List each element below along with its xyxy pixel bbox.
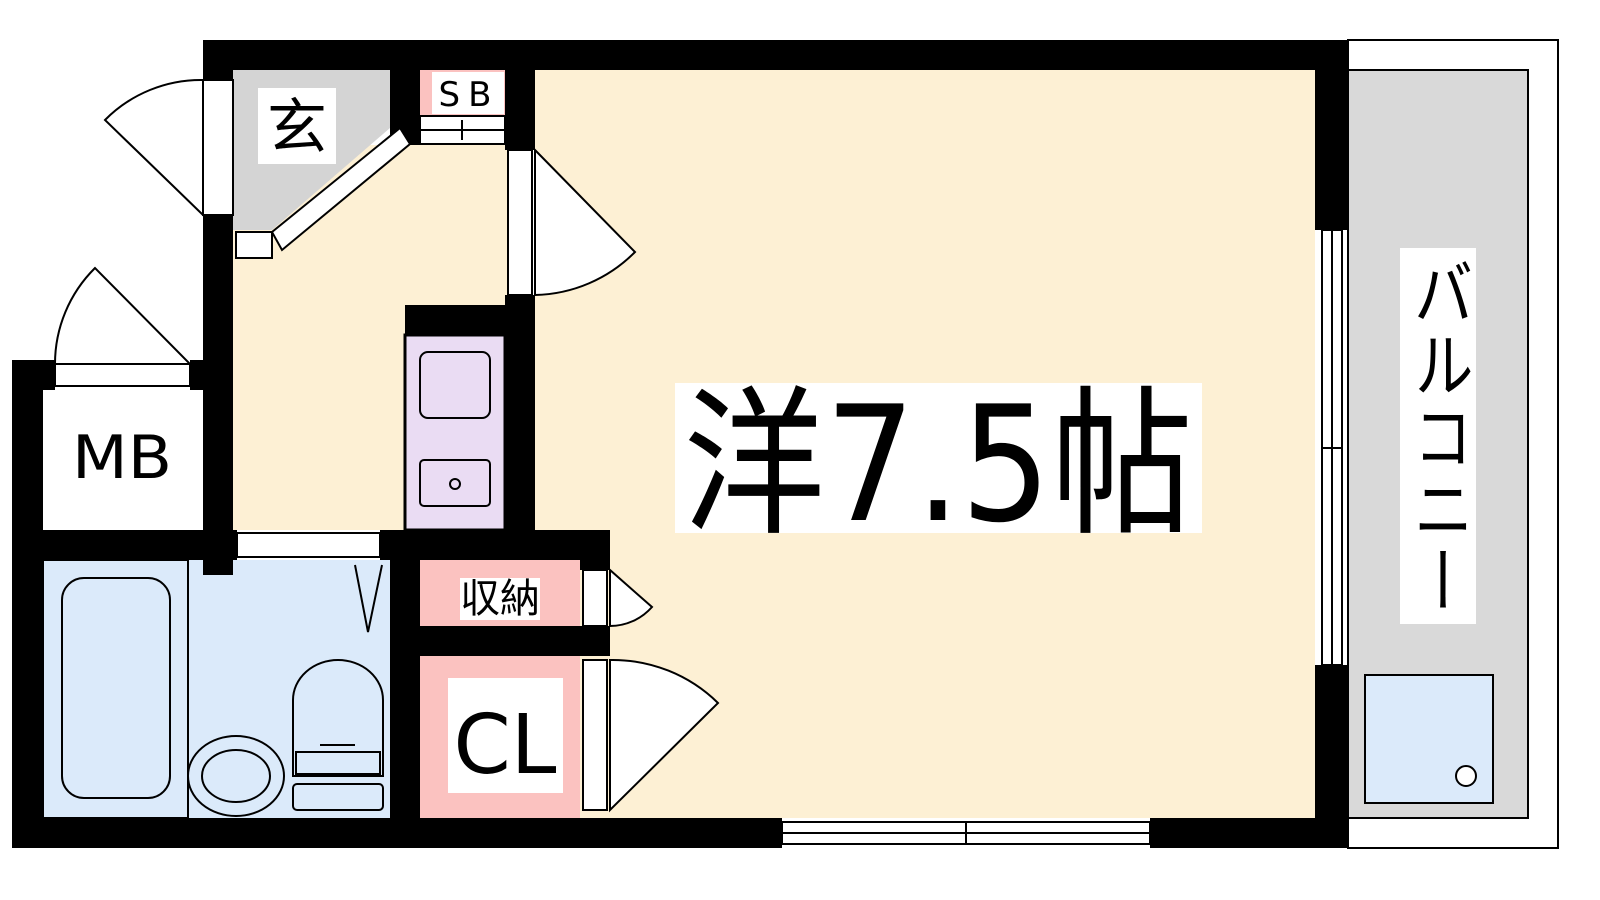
meter-box-door: [53, 266, 193, 387]
main-room-label: 洋7.5帖: [683, 371, 1193, 558]
balcony-window: [1321, 229, 1343, 666]
storage-door: [582, 567, 654, 628]
bathroom-door: [236, 532, 381, 558]
stove: [419, 459, 491, 507]
genkan-step: [235, 126, 412, 259]
shoe-box-shelf: [419, 115, 506, 145]
genkan-label: 玄: [267, 93, 327, 163]
burner-icon: [449, 478, 461, 490]
storage-label: 収納: [460, 576, 540, 622]
bottom-window: [781, 821, 1151, 845]
wash-basin: [187, 735, 285, 817]
meter-box: [43, 390, 203, 530]
walls: [12, 40, 1348, 848]
toilet: [292, 659, 384, 777]
sink: [419, 351, 491, 419]
kitchen-counter: [403, 333, 507, 532]
meter-box-label: MB: [72, 423, 172, 493]
entrance-door: [103, 78, 234, 218]
closet-label: CL: [454, 698, 557, 793]
drain-icon: [1455, 765, 1477, 787]
balcony-label: バルコニー: [1403, 256, 1473, 616]
shoe-box-label: SB: [439, 75, 500, 115]
bathroom-fixtures: [42, 559, 384, 819]
bathtub: [42, 559, 189, 819]
closet-door: [582, 658, 720, 813]
room-door: [507, 147, 637, 297]
washer-pan: [1364, 674, 1494, 804]
